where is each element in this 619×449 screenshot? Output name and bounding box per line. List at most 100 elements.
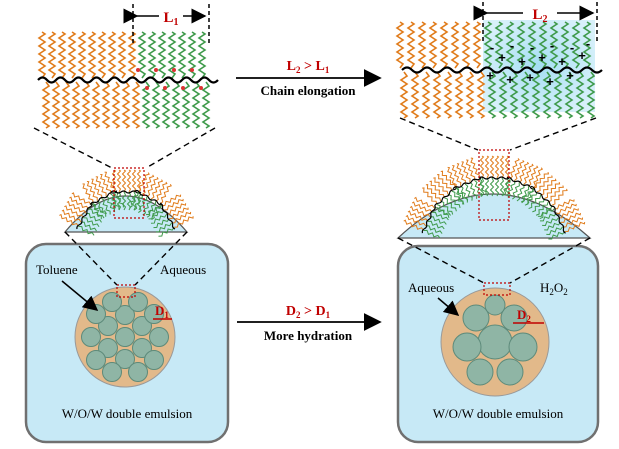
polymer-chain	[131, 81, 141, 129]
polymer-chain	[427, 220, 445, 230]
polymer-chain	[542, 71, 552, 119]
polymer-chain	[129, 191, 139, 209]
polymer-chain	[59, 213, 79, 227]
polymer-chain	[171, 211, 192, 224]
polymer-chain	[544, 182, 561, 199]
polymer-chain	[409, 205, 431, 218]
polymer-chain	[447, 166, 457, 188]
polymer-chain	[111, 169, 117, 193]
backbone-chain	[76, 202, 93, 230]
polymer-chain	[91, 178, 103, 199]
polymer-chain	[444, 197, 457, 212]
polymer-chain	[514, 159, 525, 181]
polymer-chain	[439, 21, 449, 69]
polymer-chain	[539, 212, 557, 222]
polymer-chain	[80, 221, 97, 232]
charge-sign: -	[586, 36, 590, 51]
red-dot	[154, 68, 158, 72]
backbone-chain	[506, 176, 536, 190]
polymer-chain	[436, 173, 453, 192]
inner-droplet	[115, 327, 135, 347]
polymer-chain	[145, 205, 162, 216]
polymer-chain	[411, 201, 433, 213]
charge-sign: +	[546, 74, 554, 89]
polymer-chain	[440, 170, 456, 188]
polymer-chain	[88, 208, 105, 219]
polymer-chain	[97, 31, 107, 79]
polymer-chain	[456, 163, 466, 185]
polymer-chain	[406, 21, 416, 69]
polymer-chain	[47, 31, 57, 79]
inner-droplet	[462, 304, 490, 332]
chain-bundle	[145, 194, 194, 237]
polymer-chain	[197, 31, 207, 79]
left-interface-cap	[59, 167, 194, 237]
left-zoom-line	[145, 127, 216, 169]
polymer-chain	[37, 31, 47, 79]
polymer-chain	[532, 167, 544, 189]
charge-sign: +	[486, 68, 494, 83]
polymer-chain	[417, 21, 427, 69]
left-emulsion-caption: W/O/W double emulsion	[62, 406, 193, 421]
toluene-label: Toluene	[36, 262, 78, 277]
polymer-chain	[410, 71, 420, 119]
inner-droplet	[452, 332, 482, 362]
polymer-chain	[499, 155, 505, 179]
polymer-chain	[553, 71, 563, 119]
polymer-chain	[100, 173, 112, 194]
polymer-chain	[121, 191, 127, 211]
polymer-chain	[505, 21, 515, 69]
right-zoom-line	[509, 117, 597, 151]
polymer-chain	[137, 172, 150, 193]
polymer-chain	[556, 203, 577, 214]
polymer-chain	[540, 178, 557, 196]
polymer-chain	[479, 155, 485, 179]
polymer-chain	[85, 212, 102, 223]
polymer-chain	[472, 21, 482, 69]
polymer-chain	[525, 188, 534, 206]
polymer-chain	[201, 81, 211, 129]
inner-droplet	[102, 362, 122, 382]
right-interface-cap	[396, 149, 592, 240]
polymer-chain	[484, 177, 490, 197]
polymer-chain	[461, 161, 471, 183]
polymer-chain	[461, 21, 471, 69]
charge-sign: +	[498, 50, 506, 65]
chain-bundle	[502, 158, 544, 206]
backbone-chain	[421, 205, 436, 234]
polymer-chain	[95, 176, 107, 197]
backbone-chain	[401, 66, 603, 74]
polymer-chain	[133, 194, 143, 211]
charge-sign: +	[558, 54, 566, 69]
polymer-chain	[447, 194, 461, 208]
polymer-chain	[422, 187, 438, 205]
polymer-chain	[117, 31, 127, 79]
polymer-chain	[478, 177, 487, 196]
polymer-chain	[137, 31, 147, 79]
red-dot	[181, 86, 185, 90]
polymer-chain	[142, 174, 155, 195]
top-caption: Chain elongation	[261, 83, 357, 98]
polymer-chain	[395, 21, 405, 69]
polymer-chain	[77, 31, 87, 79]
polymer-chain	[502, 178, 511, 196]
polymer-chain	[191, 81, 201, 129]
polymer-chain	[544, 221, 561, 231]
polymer-chain	[528, 165, 539, 187]
charge-sign: -	[510, 38, 514, 53]
polymer-chain	[527, 21, 537, 69]
polymer-chain	[155, 181, 168, 202]
polymer-chain	[516, 184, 525, 202]
inner-droplet	[132, 338, 152, 358]
polymer-chain	[151, 81, 161, 129]
polymer-chain	[71, 192, 92, 206]
polymer-chain	[161, 81, 171, 129]
backbone-chain	[159, 202, 176, 230]
left-zoom-line	[134, 231, 188, 286]
polymer-chain	[479, 177, 485, 197]
right-emulsion-caption: W/O/W double emulsion	[433, 406, 564, 421]
polymer-chain	[499, 177, 505, 197]
polymer-chain	[107, 31, 117, 79]
polymer-chain	[66, 200, 87, 214]
charge-sign: +	[578, 48, 586, 63]
